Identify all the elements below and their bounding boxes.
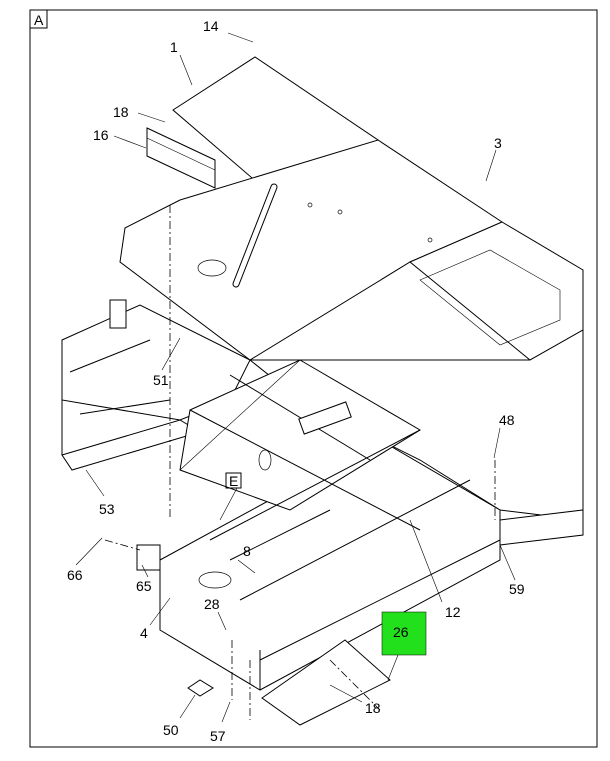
- detail-e-box: [225, 472, 242, 489]
- callout-12[interactable]: 12: [445, 604, 461, 620]
- callout-57[interactable]: 57: [210, 728, 226, 744]
- callout-1[interactable]: 1: [170, 39, 178, 55]
- callout-66[interactable]: 66: [67, 567, 83, 583]
- callout-18-bottom[interactable]: 18: [365, 700, 381, 716]
- upper-frame: [409, 221, 584, 361]
- callout-50[interactable]: 50: [163, 722, 179, 738]
- callout-4[interactable]: 4: [140, 625, 148, 641]
- callout-59[interactable]: 59: [509, 581, 525, 597]
- callout-18-top[interactable]: 18: [113, 104, 129, 120]
- callout-53[interactable]: 53: [99, 501, 115, 517]
- callout-14[interactable]: 14: [203, 18, 219, 34]
- diagram-frame: [29, 9, 598, 748]
- bracket-65: [136, 544, 161, 571]
- callout-8[interactable]: 8: [243, 543, 251, 559]
- view-label-box: [29, 9, 48, 29]
- detail-e-label: E: [229, 473, 238, 489]
- callout-65[interactable]: 65: [136, 578, 152, 594]
- callout-51[interactable]: 51: [153, 372, 169, 388]
- callout-48[interactable]: 48: [499, 412, 515, 428]
- view-label: A: [34, 12, 44, 28]
- bracket-16: [146, 127, 216, 189]
- callout-16[interactable]: 16: [93, 127, 109, 143]
- plate-26: [261, 639, 391, 726]
- callout-26[interactable]: 26: [393, 624, 409, 640]
- floor-plate-3: [119, 139, 504, 361]
- callout-28[interactable]: 28: [204, 596, 220, 612]
- callout-3[interactable]: 3: [494, 135, 502, 151]
- highlighted-callout-26[interactable]: [381, 611, 427, 656]
